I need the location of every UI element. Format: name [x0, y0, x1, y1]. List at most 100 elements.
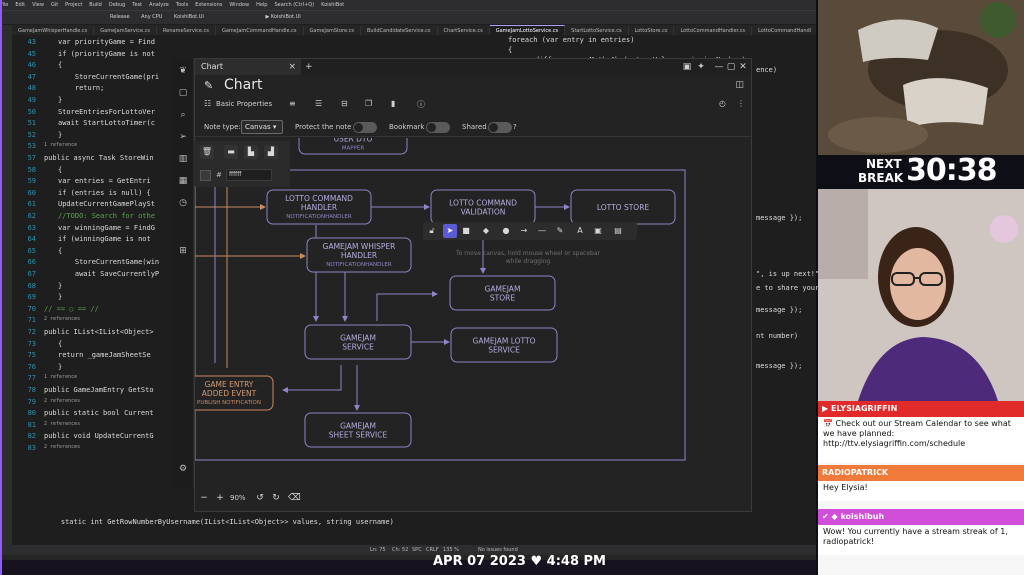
ide-menu-item[interactable]: Project: [65, 2, 83, 8]
selection-tool-icon[interactable]: ➤: [443, 224, 457, 238]
editor-tab[interactable]: GameJamWhisperHandle.cs: [12, 26, 95, 35]
minimize-button[interactable]: —: [714, 62, 724, 72]
eraser-icon[interactable]: ⌫: [288, 493, 301, 503]
rectangle-tool-icon[interactable]: ■: [462, 226, 470, 235]
app-logo-icon[interactable]: ❦: [179, 66, 187, 76]
image-tool-icon[interactable]: ▣: [594, 226, 602, 235]
node-lotto-store[interactable]: LOTTO STORE: [570, 189, 676, 225]
zoom-out-button[interactable]: −: [200, 493, 208, 503]
editor-tab[interactable]: GameJamCommandHandle.cs: [216, 26, 304, 35]
more-menu-icon[interactable]: ⋮: [737, 99, 745, 108]
editor-tab[interactable]: StartLottoService.cs: [565, 26, 629, 35]
note-type-select[interactable]: Canvas ▾: [241, 120, 283, 134]
ide-menu-item[interactable]: Build: [89, 2, 102, 8]
import-icon[interactable]: ⊞: [179, 246, 187, 256]
ide-menu-item[interactable]: Search (Ctrl+Q): [274, 2, 315, 8]
new-note-icon[interactable]: ▢: [178, 88, 188, 98]
node-box[interactable]: [306, 237, 412, 273]
status-zoom[interactable]: 135 %: [443, 547, 459, 553]
bookmark-toggle[interactable]: [426, 122, 450, 133]
editor-tab[interactable]: GameJamStore.cs: [304, 26, 361, 35]
pin-icon[interactable]: ✦: [697, 62, 705, 72]
build-config-select[interactable]: Release: [110, 14, 130, 20]
editor-tab[interactable]: LottoCommandHandl: [752, 26, 816, 35]
editor-tab[interactable]: LottoStore.cs: [629, 26, 675, 35]
shared-toggle[interactable]: [488, 122, 512, 133]
ide-menu-item[interactable]: Extensions: [195, 2, 223, 8]
ide-menu-item[interactable]: Help: [256, 2, 268, 8]
editor-tab[interactable]: ChartService.cs: [438, 26, 490, 35]
maximize-button[interactable]: ▢: [726, 62, 736, 72]
platform-select[interactable]: Any CPU: [141, 14, 163, 20]
editor-tab[interactable]: GameJamLottoService.cs: [489, 25, 566, 35]
note-revisions-icon[interactable]: ◴: [719, 99, 726, 108]
tab-close-icon[interactable]: ×: [288, 62, 296, 72]
search-icon[interactable]: ⌕: [180, 110, 186, 120]
settings-gear-icon[interactable]: ⚙: [178, 464, 188, 474]
redo-icon[interactable]: ↻: [272, 493, 280, 503]
inherited-attributes-icon[interactable]: ☰: [315, 99, 323, 108]
text-tool-icon[interactable]: A: [577, 226, 583, 235]
ide-menu-item[interactable]: Tools: [175, 2, 189, 8]
editor-tab[interactable]: LottoCommandHandler.cs: [674, 26, 753, 35]
ide-menu-item[interactable]: Git: [50, 2, 59, 8]
promoted-attributes-icon[interactable]: ⊟: [341, 99, 348, 108]
startup-project-select[interactable]: KoishiBot.UI: [174, 14, 204, 20]
node-gamejam-whisper-handler[interactable]: GAMEJAM WHISPERHANDLERNOTIFICATIONHANDLE…: [306, 237, 412, 273]
editor-tab[interactable]: RenameService.cs: [157, 26, 216, 35]
folder-icon[interactable]: ▬: [224, 145, 238, 159]
diamond-tool-icon[interactable]: ◆: [482, 226, 490, 235]
node-box[interactable]: [449, 275, 556, 311]
toggle-right-pane-icon[interactable]: ◫: [735, 80, 744, 90]
pencil-tool-icon[interactable]: ✎: [556, 226, 564, 235]
note-map-icon[interactable]: ▥: [178, 154, 188, 164]
calendar-icon[interactable]: ▦: [178, 176, 188, 186]
ide-menu-item[interactable]: View: [32, 2, 44, 8]
node-box[interactable]: [450, 327, 558, 363]
zoom-in-button[interactable]: +: [216, 493, 224, 503]
editor-tab[interactable]: GameJamService.cs: [94, 26, 158, 35]
ellipse-tool-icon[interactable]: ●: [502, 226, 510, 235]
color-swatch[interactable]: [200, 170, 211, 181]
info-icon[interactable]: ⓘ: [417, 100, 425, 109]
ide-menu-item[interactable]: Analyze: [149, 2, 169, 8]
layer-front-icon[interactable]: ▟: [264, 145, 278, 159]
ide-menu-item[interactable]: KoishiBot: [321, 2, 345, 8]
help-icon[interactable]: ?: [513, 123, 517, 131]
tab-chart[interactable]: Chart ×: [195, 59, 301, 75]
basic-properties-tab[interactable]: Basic Properties: [216, 100, 273, 108]
ide-menu-item[interactable]: Window: [229, 2, 250, 8]
node-box[interactable]: [195, 375, 274, 411]
code-line-bottom[interactable]: static int GetRowNumberByUsername(IList<…: [44, 518, 444, 526]
code-editor-right[interactable]: message });", is up next!"e to share you…: [752, 36, 819, 544]
protect-note-toggle[interactable]: [353, 122, 377, 133]
stats-icon[interactable]: ▮: [391, 99, 396, 108]
ide-menu-item[interactable]: Edit: [15, 2, 26, 8]
note-title[interactable]: Chart: [224, 77, 263, 93]
editor-tab[interactable]: BuildCandidateService.cs: [361, 26, 438, 35]
split-window-icon[interactable]: ▣: [682, 62, 692, 72]
node-box[interactable]: [266, 189, 372, 225]
owned-attributes-icon[interactable]: ≡: [289, 99, 296, 108]
delete-icon[interactable]: 🗑︎: [200, 145, 214, 159]
layer-back-icon[interactable]: ▙: [244, 145, 258, 159]
node-box[interactable]: [304, 412, 412, 448]
zoom-level[interactable]: 90%: [230, 494, 246, 502]
color-hex-input[interactable]: ffffff: [226, 169, 272, 181]
node-box[interactable]: [298, 138, 408, 155]
close-window-button[interactable]: ✕: [739, 62, 747, 72]
lock-icon[interactable]: 🔓︎: [429, 226, 435, 235]
ide-menu-item[interactable]: Test: [132, 2, 143, 8]
book-icon[interactable]: ❐: [365, 99, 373, 108]
run-button[interactable]: ▶ KoishiBot.UI: [265, 14, 301, 20]
